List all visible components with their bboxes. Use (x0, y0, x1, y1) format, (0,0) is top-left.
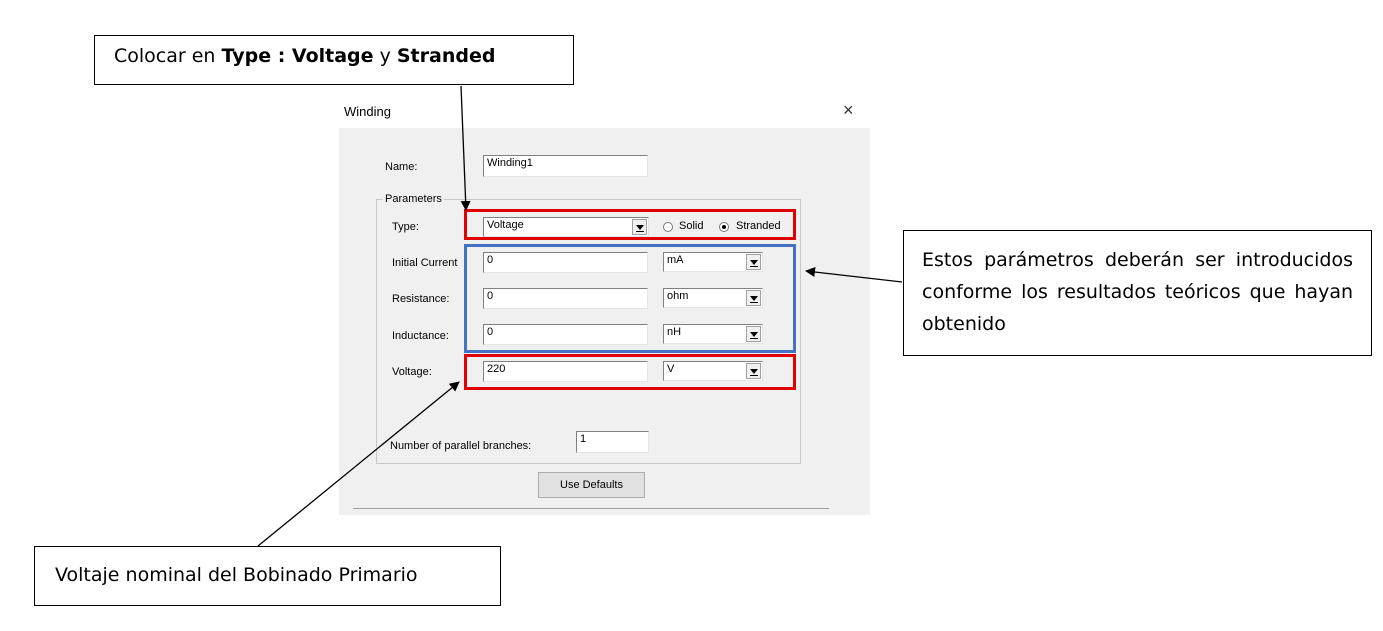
resistance-unit-value: ohm (667, 290, 689, 302)
name-input[interactable]: Winding1 (483, 155, 648, 177)
solid-radio[interactable] (663, 222, 673, 232)
inductance-label: Inductance: (392, 330, 449, 342)
parameters-groupbox (376, 199, 801, 464)
use-defaults-button[interactable]: Use Defaults (538, 472, 645, 498)
voltage-input[interactable]: 220 (483, 361, 648, 382)
type-highlight-frame (464, 209, 796, 240)
chevron-down-icon[interactable] (746, 290, 761, 306)
resistance-label: Resistance: (392, 293, 450, 305)
callout-top-prefix: Colocar en (114, 45, 222, 67)
stranded-radio[interactable] (719, 222, 729, 232)
inductance-input[interactable]: 0 (483, 324, 648, 345)
chevron-down-icon[interactable] (746, 326, 761, 342)
callout-voltage-instruction: Voltaje nominal del Bobinado Primario (34, 546, 501, 606)
branches-label: Number of parallel branches: (390, 440, 532, 452)
initial-current-unit-select[interactable]: mA (663, 252, 763, 272)
chevron-down-icon[interactable] (746, 363, 761, 379)
callout-type-instruction: Colocar en Type : Voltage y Stranded (94, 35, 574, 85)
callout-top-bold-type: Type : Voltage (221, 45, 374, 67)
inductance-unit-select[interactable]: nH (663, 324, 763, 344)
callout-parameters-instruction: Estos parámetros deberán ser introducido… (903, 230, 1372, 356)
parameters-legend: Parameters (383, 193, 444, 205)
dialog-title: Winding (344, 104, 391, 119)
close-icon[interactable]: × (843, 100, 854, 120)
stranded-label: Stranded (736, 220, 781, 232)
voltage-unit-select[interactable]: V (663, 361, 763, 381)
callout-top-bold-stranded: Stranded (396, 45, 496, 67)
resistance-unit-select[interactable]: ohm (663, 288, 763, 308)
branches-input[interactable]: 1 (576, 431, 649, 453)
initial-current-label: Initial Current (392, 257, 458, 269)
callout-top-mid: y (373, 45, 397, 67)
chevron-down-icon[interactable] (746, 254, 761, 270)
voltage-unit-value: V (667, 363, 675, 375)
name-label: Name: (385, 161, 418, 173)
parameters-highlight-frame (464, 244, 796, 353)
arrow-icon (460, 85, 471, 211)
inductance-unit-value: nH (667, 326, 682, 338)
arrow-icon (257, 381, 460, 547)
type-select-value: Voltage (487, 219, 524, 231)
chevron-down-icon[interactable] (632, 219, 647, 235)
type-select[interactable]: Voltage (483, 217, 649, 237)
arrow-icon (805, 267, 903, 283)
type-label: Type: (392, 221, 419, 233)
initial-current-unit-value: mA (667, 254, 684, 266)
resistance-input[interactable]: 0 (483, 288, 648, 309)
initial-current-input[interactable]: 0 (483, 252, 648, 273)
solid-label: Solid (679, 220, 704, 232)
dialog-divider (353, 508, 829, 509)
voltage-label: Voltage: (392, 366, 432, 378)
voltage-highlight-frame (464, 354, 796, 390)
